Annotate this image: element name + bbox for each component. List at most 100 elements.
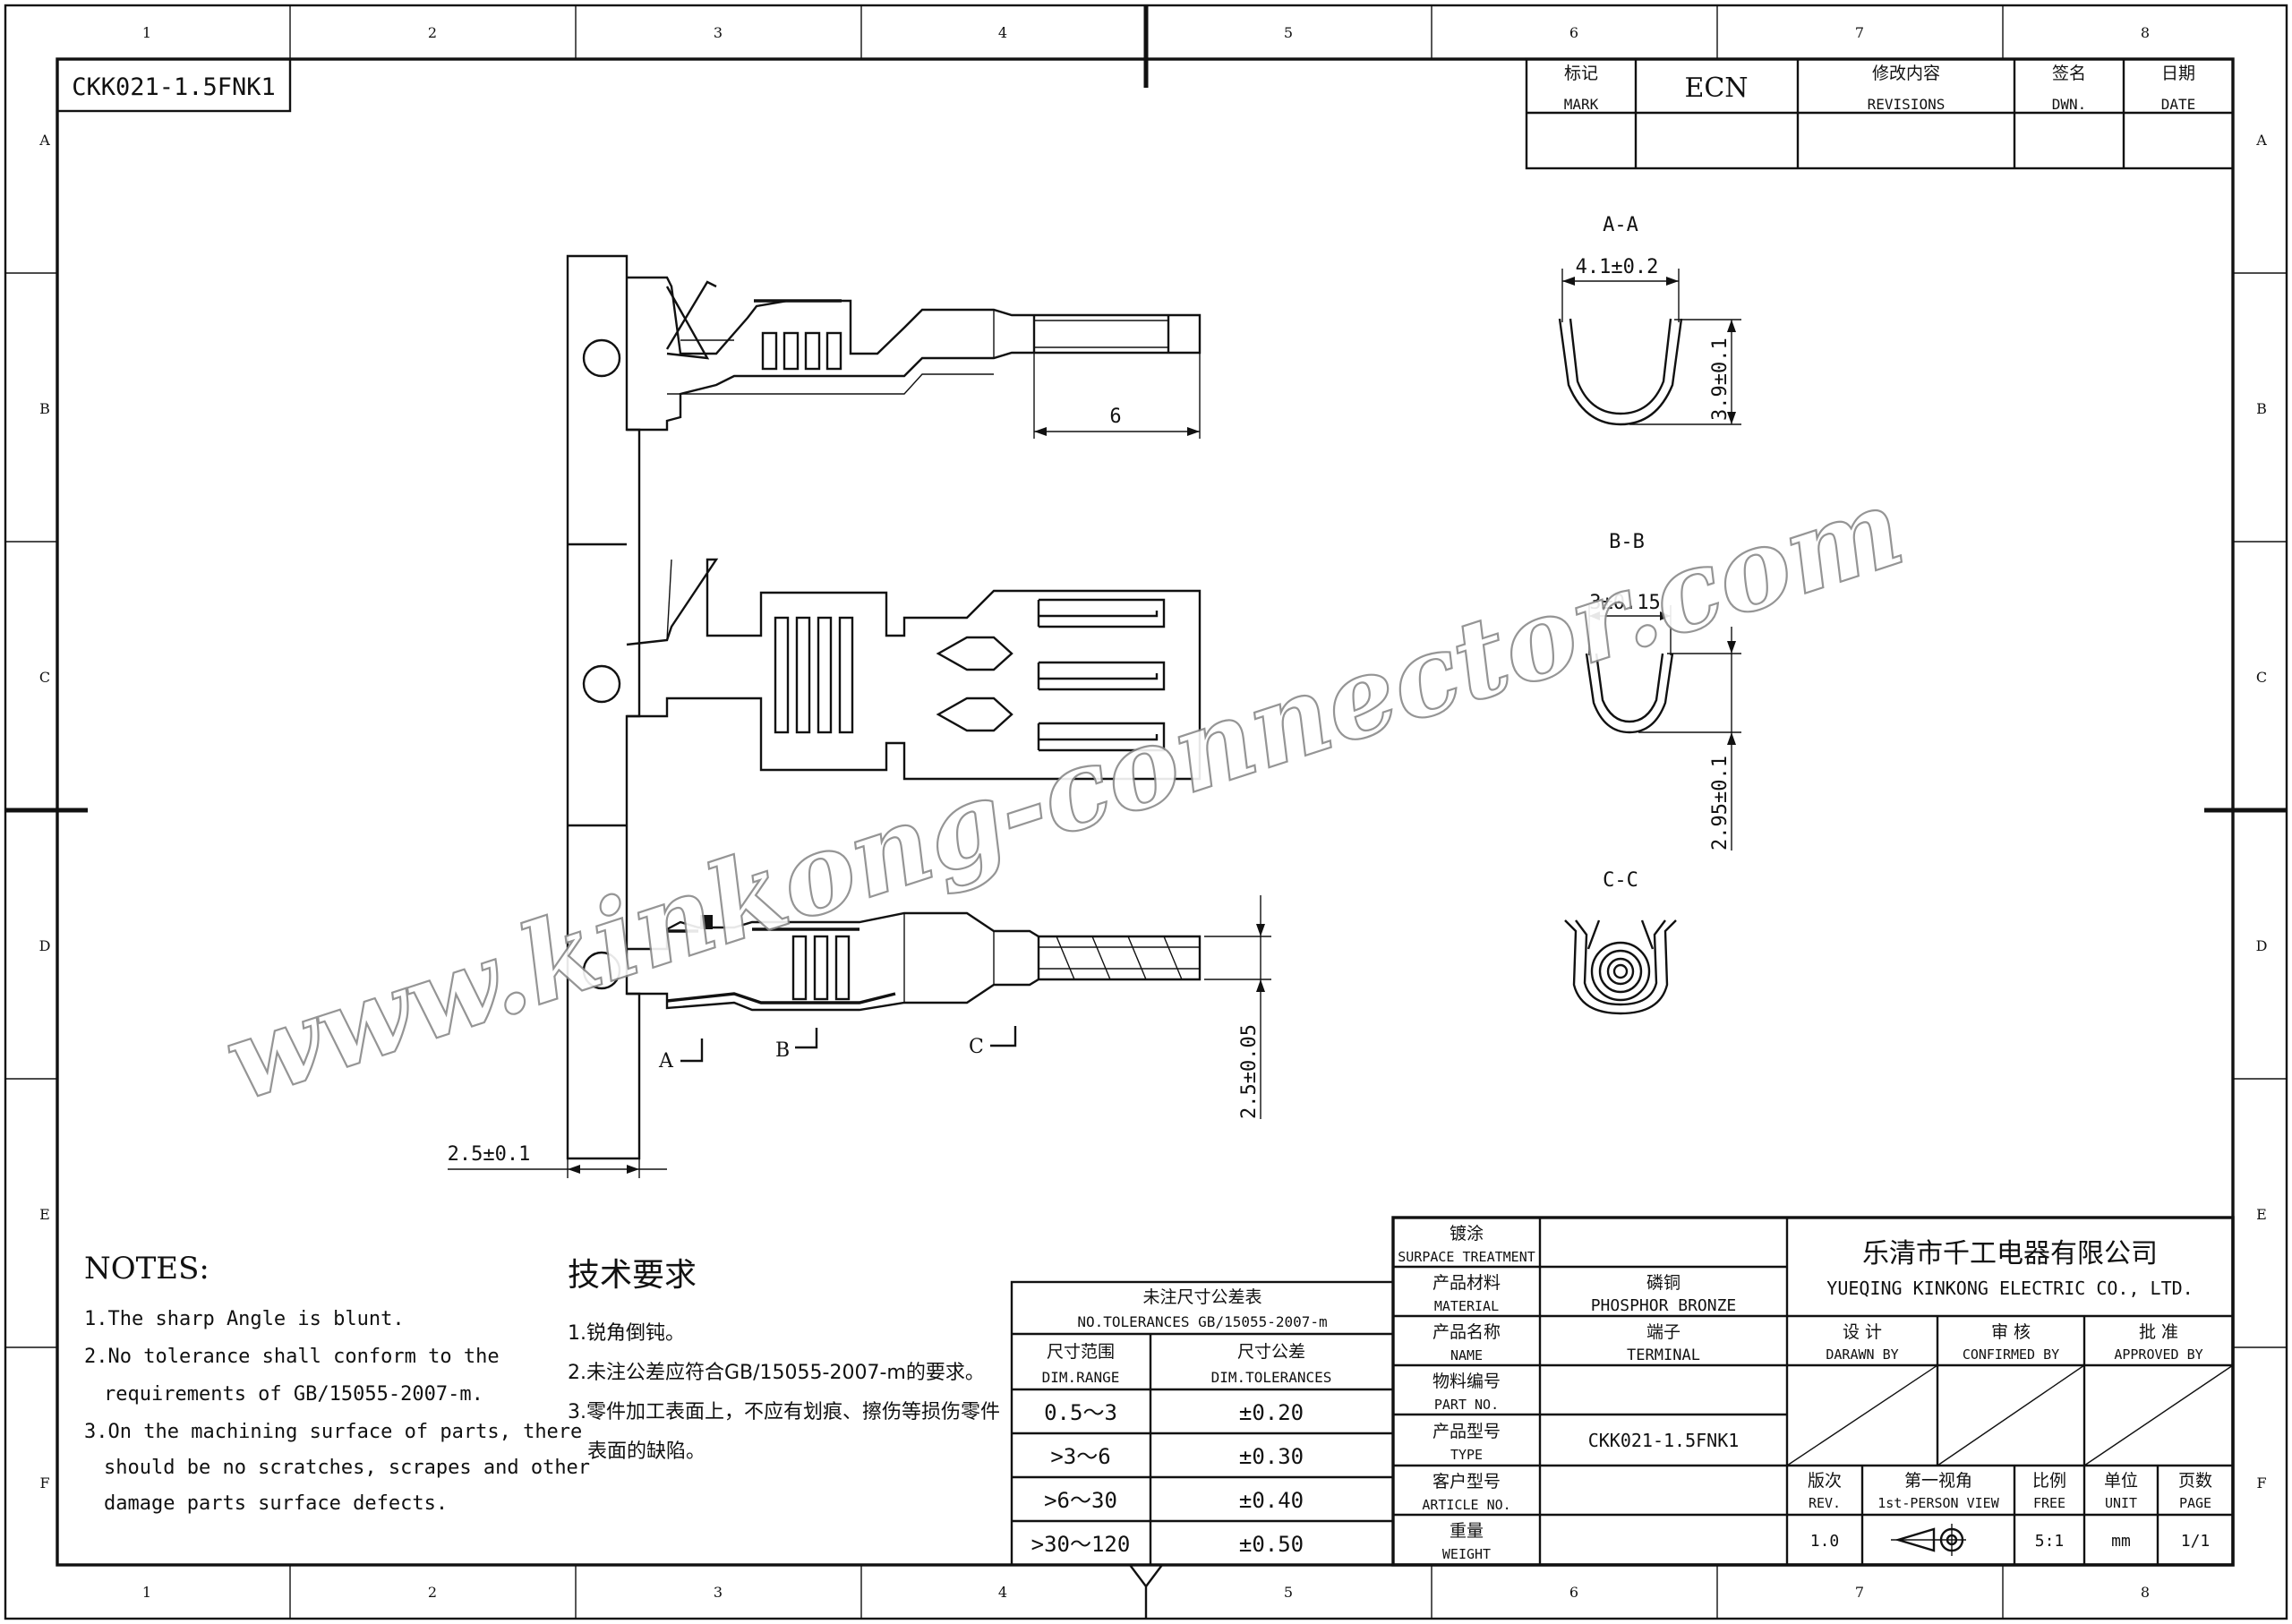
tol-title-en: NO.TOLERANCES GB/15055-2007-m [1077, 1313, 1327, 1330]
col-label: 3 [714, 24, 723, 41]
drawn-by-en: DARAWN BY [1826, 1346, 1898, 1363]
tol-value: ±0.20 [1239, 1400, 1304, 1425]
note-line: requirements of GB/15055-2007-m. [104, 1383, 483, 1406]
approved-by-en: APPROVED BY [2114, 1346, 2202, 1363]
row-label: C [39, 669, 50, 686]
material-label-cn: 产品材料 [1432, 1273, 1501, 1293]
unit-value: mm [2111, 1532, 2131, 1551]
view-label-cn: 第一视角 [1904, 1471, 1972, 1491]
name-value-en: TERMINAL [1627, 1346, 1700, 1364]
tol-range: >30～120 [1031, 1532, 1131, 1557]
col-label: 6 [1569, 1584, 1578, 1601]
cut-a-label: A [658, 1050, 674, 1073]
part-label-box [56, 57, 292, 113]
note-cn-line: 表面的缺陷。 [587, 1440, 706, 1463]
col-label: 2 [428, 24, 437, 41]
note-cn-line: 1.锐角倒钝。 [568, 1322, 685, 1345]
tol-range: 0.5～3 [1044, 1400, 1117, 1425]
bottom-centre-arrow [1129, 1564, 1163, 1619]
notes-chinese: 技术要求 1.锐角倒钝。 2.未注公差应符合GB/15055-2007-m的要求… [568, 1257, 1000, 1463]
col-label: 7 [1855, 1584, 1864, 1601]
section-aa: A-A 4.1±0.2 3.9±0.1 [1558, 214, 1741, 426]
section-cc: C-C [1564, 869, 1677, 1015]
note-line: 1.The sharp Angle is blunt. [84, 1308, 405, 1330]
company-name-cn: 乐清市千工电器有限公司 [1862, 1238, 2158, 1269]
tol-col1-en: DIM.RANGE [1042, 1369, 1120, 1386]
weight-label-en: WEIGHT [1442, 1546, 1491, 1562]
material-label-en: MATERIAL [1434, 1298, 1499, 1314]
page-value: 1/1 [2181, 1532, 2211, 1551]
revision-table: 标记 MARK ECN 修改内容 REVISIONS 签名 DWN. 日期 DA… [1525, 57, 2235, 170]
col-label: 5 [1284, 24, 1293, 41]
carrier-strip [566, 254, 641, 1160]
row-label: E [39, 1206, 50, 1223]
height-dim-label: 2.5±0.05 [1238, 1024, 1261, 1119]
col-label: 2 [428, 1584, 437, 1601]
section-cut-markers: A B C [658, 1026, 1017, 1073]
type-label-cn: 产品型号 [1432, 1422, 1501, 1441]
watermark: www.kinkong-connector.com [210, 461, 1917, 1125]
partno-label-cn: 物料编号 [1432, 1372, 1501, 1391]
row-label: F [39, 1474, 49, 1492]
terminal-flat-blank [626, 558, 1202, 781]
page-label-cn: 页数 [2178, 1471, 2212, 1491]
section-aa-height: 3.9±0.1 [1709, 338, 1732, 421]
unit-label-en: UNIT [2105, 1495, 2137, 1511]
tol-col2-cn: 尺寸公差 [1237, 1342, 1305, 1362]
ecn-label: ECN [1684, 73, 1748, 104]
row-label: D [2256, 937, 2268, 954]
col-label: 7 [1855, 24, 1864, 41]
scale-label-en: FREE [2033, 1495, 2065, 1511]
surface-label-en: SURPACE TREATMENT [1398, 1249, 1535, 1265]
note-cn-line: 2.未注公差应符合GB/15055-2007-m的要求。 [568, 1362, 985, 1384]
tol-value: ±0.40 [1239, 1488, 1304, 1513]
row-label: F [2256, 1474, 2266, 1492]
row-label: B [39, 400, 50, 417]
col-label: 4 [998, 1584, 1007, 1601]
notes-title: NOTES: [84, 1251, 210, 1286]
company-name-en: YUEQING KINKONG ELECTRIC CO., LTD. [1826, 1278, 2193, 1299]
terminal-top-view [627, 276, 1202, 432]
col-label: 8 [2141, 24, 2150, 41]
mark-label-cn: 标记 [1564, 64, 1598, 83]
scale-label-cn: 比例 [2032, 1471, 2066, 1491]
date-label-en: DATE [2161, 96, 2196, 113]
row-label: B [2256, 400, 2267, 417]
tol-range: >6～30 [1044, 1488, 1117, 1513]
col-label: 4 [998, 24, 1007, 41]
approved-by-cn: 批 准 [2139, 1322, 2178, 1342]
tol-value: ±0.50 [1239, 1532, 1304, 1557]
note-line: 3.On the machining surface of parts, the… [84, 1421, 582, 1443]
part-label: CKK021-1.5FNK1 [72, 73, 276, 101]
confirmed-by-en: CONFIRMED BY [1963, 1346, 2059, 1363]
col-label: 6 [1569, 24, 1578, 41]
view-label-en: 1st-PERSON VIEW [1877, 1495, 1999, 1511]
type-value: CKK021-1.5FNK1 [1588, 1430, 1740, 1451]
dim-pitch: 2.5±0.1 [448, 1143, 667, 1178]
material-value-en: PHOSPHOR BRONZE [1591, 1296, 1737, 1315]
section-aa-width: 4.1±0.2 [1576, 256, 1659, 278]
note-cn-line: 3.零件加工表面上，不应有划痕、擦伤等损伤零件 [568, 1401, 1000, 1423]
partno-label-en: PART NO. [1434, 1397, 1499, 1413]
revisions-label-en: REVISIONS [1868, 96, 1946, 113]
date-label-cn: 日期 [2161, 64, 2195, 83]
col-label: 3 [714, 1584, 723, 1601]
drawn-by-cn: 设 计 [1843, 1322, 1882, 1342]
mark-label-en: MARK [1564, 96, 1599, 113]
dim-6-label: 6 [1109, 406, 1121, 428]
type-label-en: TYPE [1450, 1447, 1483, 1463]
dim-height: 2.5±0.05 [1204, 895, 1271, 1119]
cut-b-label: B [775, 1039, 790, 1062]
section-bb-height: 2.95±0.1 [1709, 756, 1732, 850]
tol-range: >3～6 [1050, 1444, 1110, 1469]
section-bb-width: 3±0.15 [1589, 592, 1660, 614]
tol-title-cn: 未注尺寸公差表 [1142, 1287, 1261, 1307]
centre-marks [5, 5, 2287, 813]
rev-value: 1.0 [1810, 1532, 1840, 1551]
title-block: 镀涂 SURPACE TREATMENT 产品材料 MATERIAL 产品名称 … [1391, 1216, 2235, 1567]
note-line: 2.No tolerance shall conform to the [84, 1346, 500, 1368]
scale-value: 5:1 [2035, 1532, 2065, 1551]
col-label: 1 [142, 1584, 151, 1601]
section-bb: B-B 3±0.15 2.95±0.1 [1585, 531, 1741, 850]
